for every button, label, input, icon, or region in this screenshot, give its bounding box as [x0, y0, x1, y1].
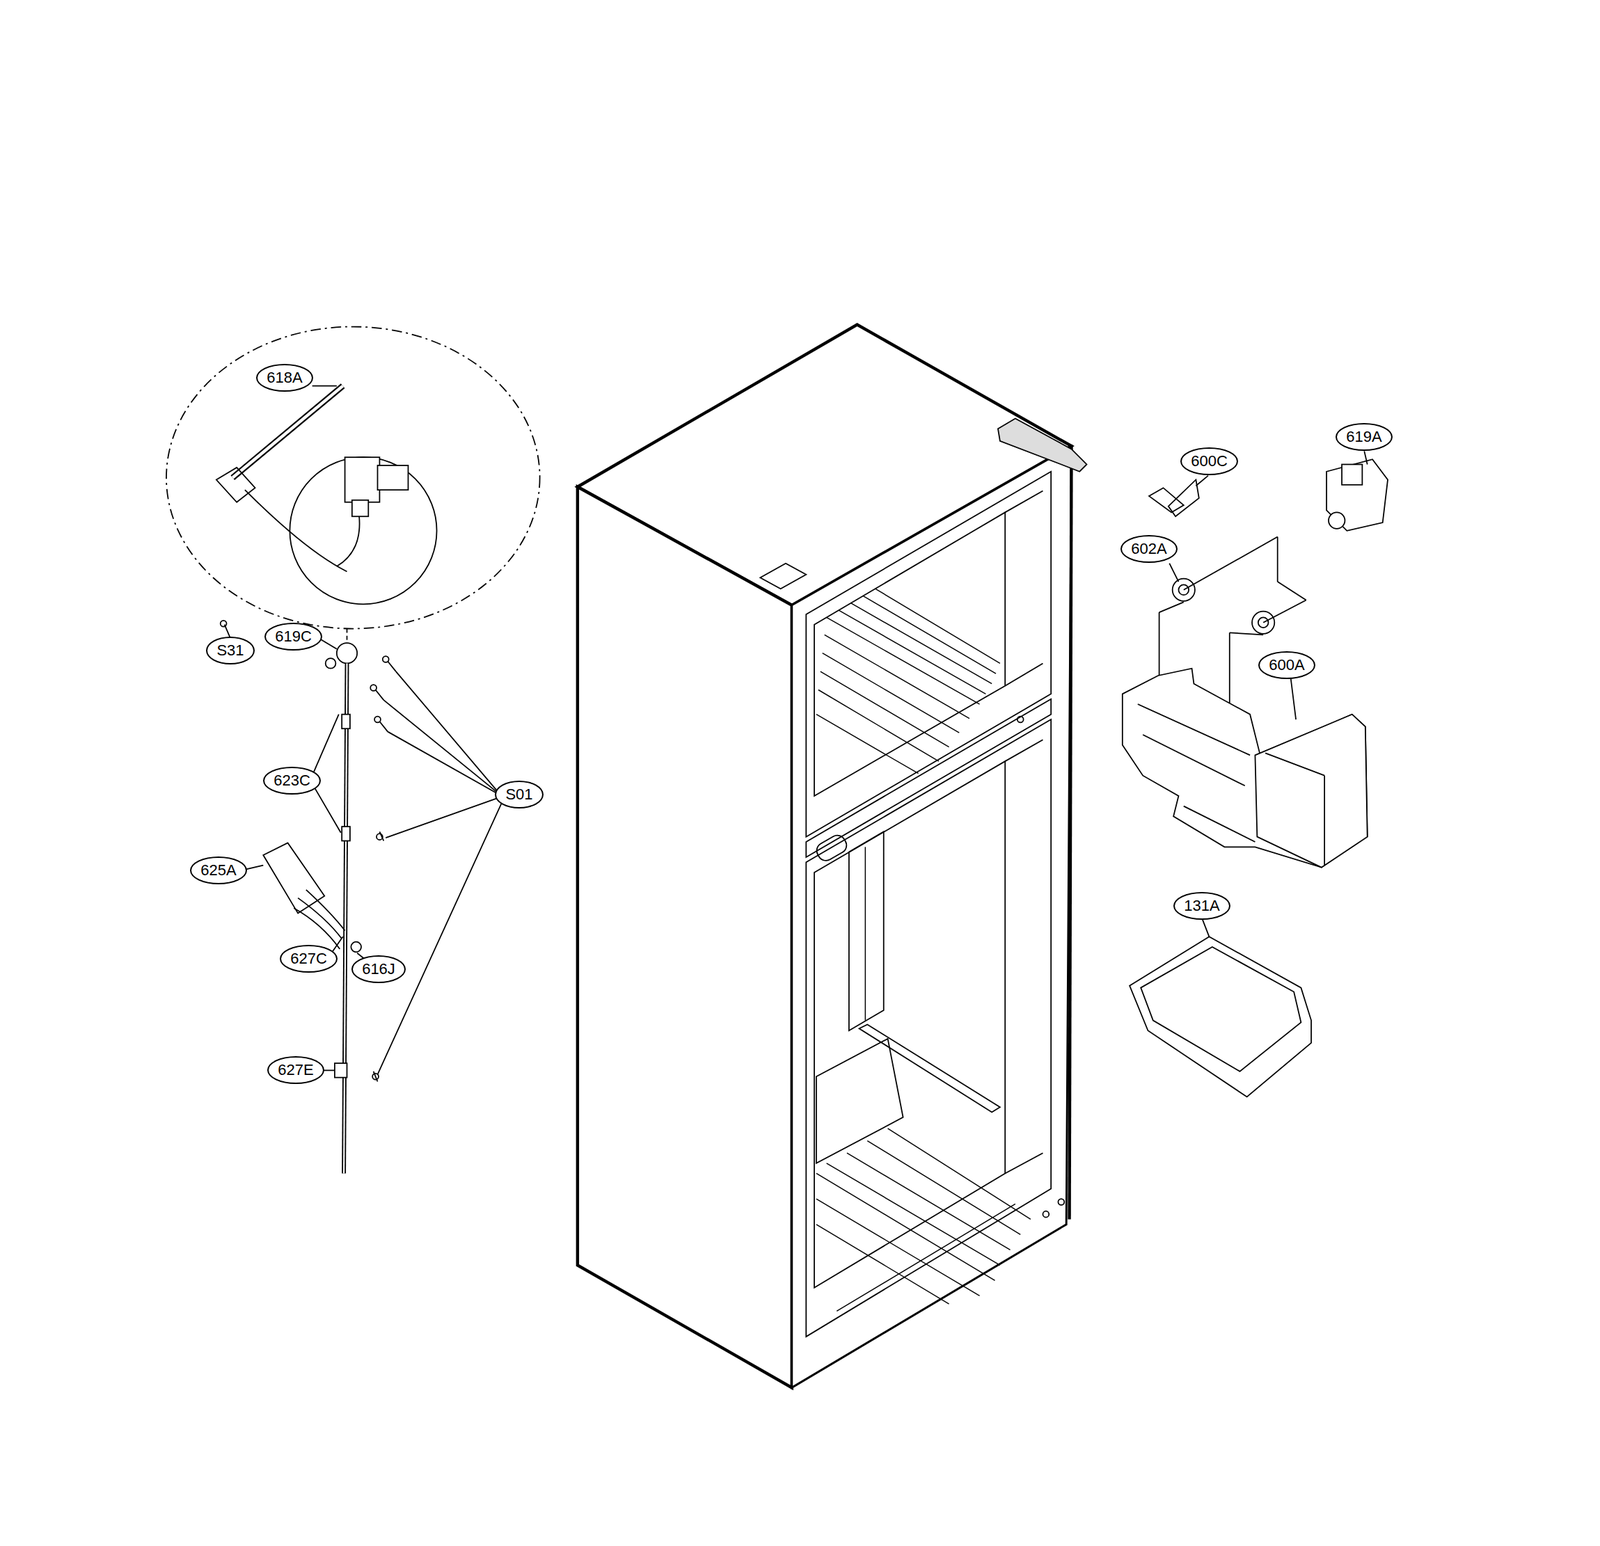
callout-oval: 625A — [189, 856, 248, 885]
callout-number: 131A — [1183, 898, 1220, 914]
callout-oval: 627C — [279, 945, 338, 973]
callout-oval: 131A — [1173, 892, 1231, 921]
callout-number: 600C — [1190, 453, 1228, 470]
callout-oval: 600A — [1258, 651, 1316, 680]
callout-oval: 623C — [263, 766, 321, 795]
callout-number: 618A — [266, 370, 303, 386]
callout-number: 616J — [361, 961, 396, 978]
callout-oval: 619C — [264, 622, 323, 651]
callout-number: 619A — [1345, 429, 1382, 445]
callout-oval: 618A — [256, 363, 314, 392]
callout-number: 627E — [277, 1062, 314, 1079]
callout-number: 600A — [1268, 657, 1305, 673]
callout-number: 623C — [273, 773, 311, 789]
callout-oval: 619A — [1335, 423, 1393, 451]
callout-oval: S01 — [494, 780, 544, 809]
callout-number: 627C — [290, 951, 328, 967]
callout-oval: 600C — [1180, 447, 1239, 476]
callout-number: 602A — [1130, 541, 1167, 557]
callout-oval: 616J — [351, 955, 406, 984]
callout-oval: 627E — [267, 1056, 325, 1085]
refrigerator-cabinet — [577, 325, 1088, 1389]
callout-number: S01 — [505, 787, 533, 803]
callout-oval: 602A — [1120, 535, 1178, 564]
callout-number: 625A — [200, 862, 236, 879]
callout-number: S31 — [216, 643, 244, 659]
water-line-assembly — [166, 327, 541, 1175]
ice-maker-parts — [1122, 450, 1388, 1097]
callout-oval: S31 — [206, 636, 255, 665]
callout-number: 619C — [274, 629, 312, 645]
